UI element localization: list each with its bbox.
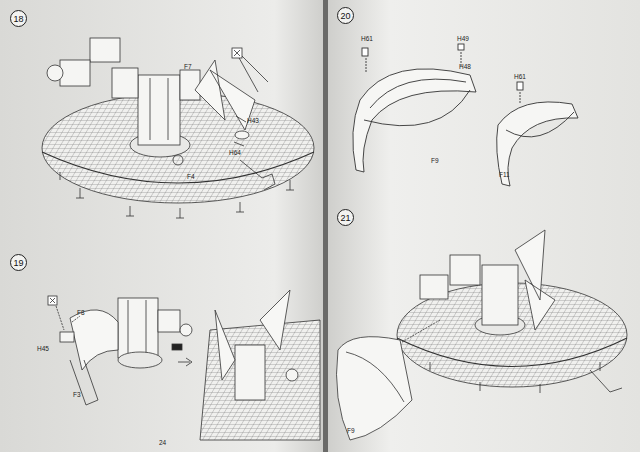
- step-number: 18: [13, 14, 23, 24]
- step-number-circle: 21: [337, 209, 354, 226]
- part-label: F9: [346, 428, 356, 435]
- step-number: 20: [340, 11, 350, 21]
- part-label: F11: [498, 172, 511, 179]
- part-label: H64: [228, 150, 242, 157]
- part-label: F8: [76, 310, 86, 317]
- part-label: H61: [360, 36, 374, 43]
- part-label: H43: [246, 118, 260, 125]
- step-number-circle: 18: [10, 10, 27, 27]
- part-label: H45: [36, 346, 50, 353]
- step-number-circle: 20: [337, 7, 354, 24]
- step-number: 19: [13, 258, 23, 268]
- step-number-circle: 19: [10, 254, 27, 271]
- page-number: 24: [158, 440, 167, 447]
- part-label: F3: [72, 392, 82, 399]
- step-number: 21: [340, 213, 350, 223]
- part-label: H61: [513, 74, 527, 81]
- part-label: F9: [430, 158, 440, 165]
- part-label: F7: [183, 64, 193, 71]
- part-label: F4: [186, 174, 196, 181]
- part-label: H49: [456, 36, 470, 43]
- part-label: H48: [458, 64, 472, 71]
